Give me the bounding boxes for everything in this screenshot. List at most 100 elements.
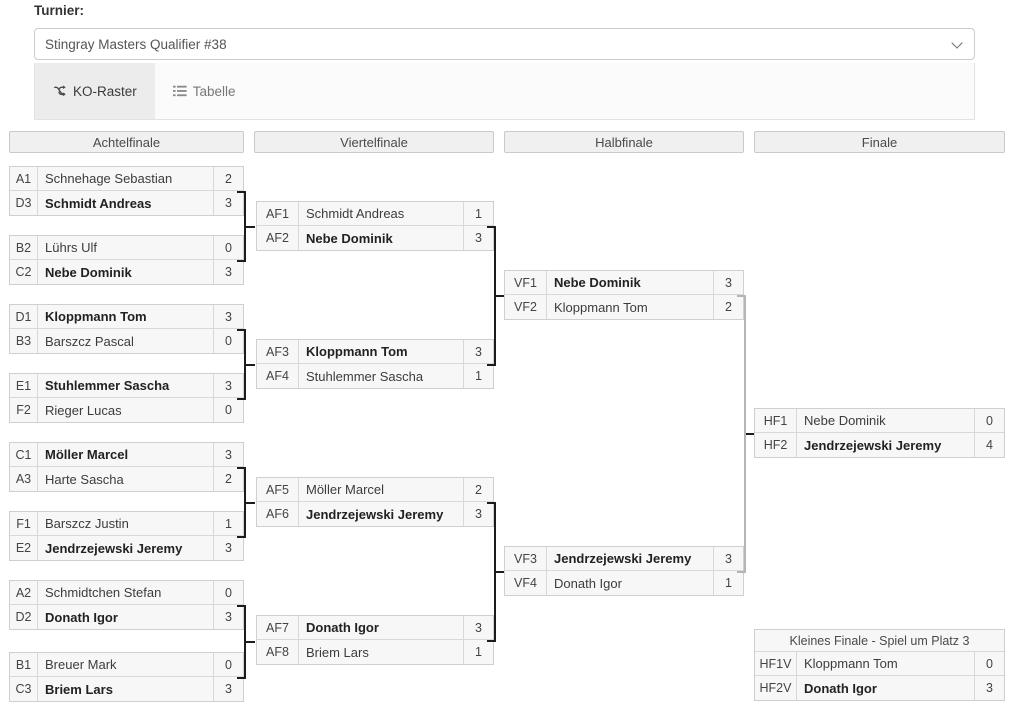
score-value: 3: [974, 676, 1004, 700]
list-icon: [172, 84, 187, 98]
seed-label: C3: [10, 677, 38, 701]
bracket-connector: [237, 191, 255, 262]
tab-ko-raster[interactable]: KO-Raster: [35, 63, 155, 119]
score-value: 3: [713, 271, 743, 294]
seed-label: AF1: [257, 202, 299, 225]
seed-label: VF2: [505, 295, 547, 319]
score-value: 3: [463, 616, 493, 639]
score-value: 1: [463, 202, 493, 225]
player-name: Jendrzejewski Jeremy: [306, 506, 444, 522]
player-name: Schnehage Sebastian: [45, 171, 173, 186]
player-name: Kloppmann Tom: [804, 656, 898, 671]
player-name: Kloppmann Tom: [554, 299, 648, 315]
tab-tabelle[interactable]: Tabelle: [155, 63, 254, 119]
tournament-select[interactable]: Stingray Masters Qualifier #38: [34, 28, 975, 60]
match-row[interactable]: F2 Rieger Lucas 0: [10, 398, 243, 422]
bracket-connector: [487, 226, 505, 366]
player-name: Donath Igor: [45, 609, 118, 625]
player-name: Donath Igor: [804, 680, 877, 696]
player-name: Barszcz Pascal: [45, 333, 134, 349]
score-value: 3: [713, 547, 743, 570]
score-value: 3: [463, 502, 493, 526]
seed-label: VF1: [505, 271, 547, 294]
tab-ko-raster-label: KO-Raster: [73, 83, 137, 99]
player-name: Nebe Dominik: [804, 413, 886, 428]
player-name: Rieger Lucas: [45, 402, 122, 418]
seed-label: AF5: [257, 478, 299, 501]
match-row[interactable]: AF1 Schmidt Andreas 1: [257, 202, 493, 226]
score-value: 1: [463, 640, 493, 664]
seed-label: C2: [10, 260, 38, 284]
score-value: 0: [974, 409, 1004, 432]
score-value: 3: [213, 605, 243, 629]
tournament-select-value: Stingray Masters Qualifier #38: [45, 36, 227, 52]
match-row[interactable]: VF2 Kloppmann Tom 2: [505, 295, 743, 319]
player-name: Lührs Ulf: [45, 240, 98, 255]
player-name: Schmidt Andreas: [306, 206, 405, 221]
round-header-achtelfinale: Achtelfinale: [9, 131, 244, 153]
match-row[interactable]: HF1 Nebe Dominik 0: [755, 409, 1004, 433]
seed-label: AF8: [257, 640, 299, 664]
match-row[interactable]: C2 Nebe Dominik 3: [10, 260, 243, 284]
score-value: 2: [713, 295, 743, 319]
score-value: 3: [463, 226, 493, 250]
score-value: 3: [213, 260, 243, 284]
page-title: Turnier:: [34, 3, 84, 18]
player-name: Nebe Dominik: [45, 264, 132, 280]
score-value: 3: [213, 305, 243, 328]
score-value: 3: [213, 443, 243, 466]
score-value: 1: [713, 571, 743, 595]
score-value: 4: [974, 433, 1004, 457]
player-name: Kloppmann Tom: [45, 309, 147, 324]
score-value: 2: [463, 478, 493, 501]
player-name: Stuhlemmer Sascha: [306, 368, 424, 384]
shuffle-icon: [53, 84, 67, 98]
score-value: 0: [213, 398, 243, 422]
seed-label: HF1: [755, 409, 797, 432]
score-value: 0: [213, 236, 243, 259]
seed-label: F2: [10, 398, 38, 422]
bracket-connector: [737, 295, 755, 573]
seed-label: AF2: [257, 226, 299, 250]
score-value: 3: [213, 677, 243, 701]
seed-label: E2: [10, 536, 38, 560]
seed-label: E1: [10, 374, 38, 397]
seed-label: B3: [10, 329, 38, 353]
